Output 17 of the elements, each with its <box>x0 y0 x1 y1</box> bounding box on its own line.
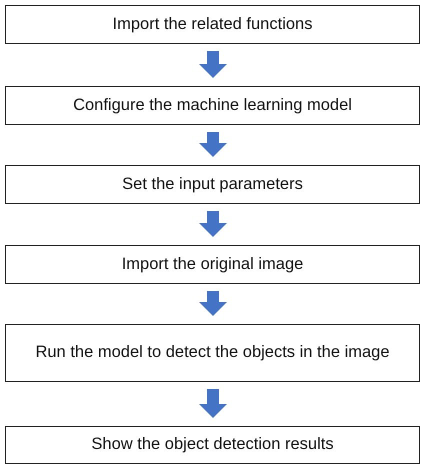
process-box <box>5 86 420 125</box>
process-box <box>5 426 420 464</box>
arrow <box>199 51 227 78</box>
process-box <box>5 5 420 44</box>
process-box <box>5 245 420 284</box>
process-box <box>5 165 420 204</box>
step-text: Configure the machine learning model <box>73 94 352 116</box>
step-text: Import the original image <box>122 254 304 275</box>
step-text: Run the model to detect the objects in the image <box>35 342 390 364</box>
step-text: Import the related functions <box>112 14 312 35</box>
arrow <box>199 389 227 418</box>
process-box <box>5 324 420 382</box>
step-text: Show the object detection results <box>91 434 334 456</box>
arrow <box>199 132 227 157</box>
arrow <box>199 291 227 316</box>
step-text: Set the input parameters <box>122 174 303 195</box>
arrow <box>199 211 227 237</box>
